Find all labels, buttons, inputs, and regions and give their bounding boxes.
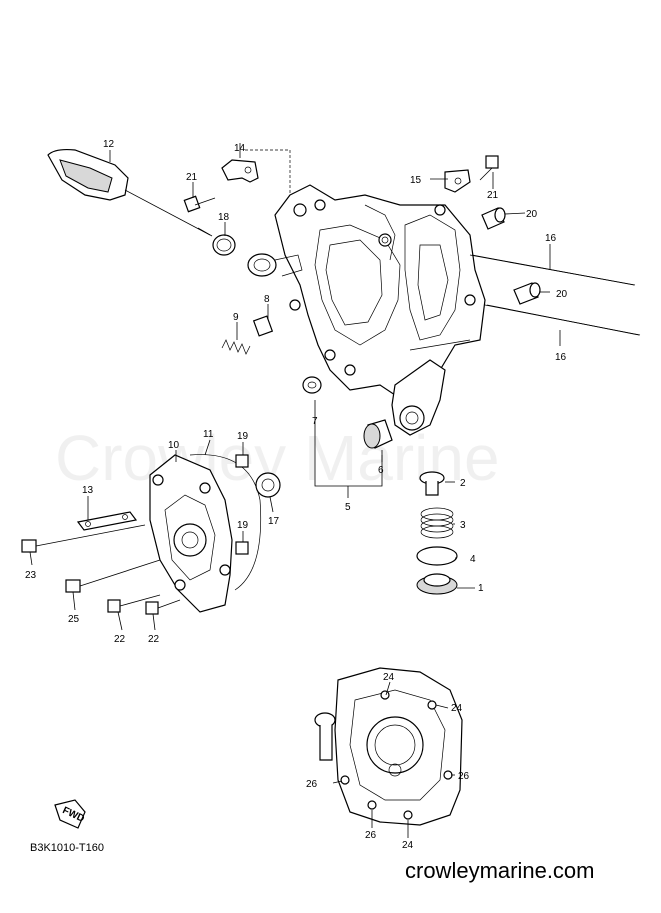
callout-19-top: 19 [237, 431, 249, 442]
leader-14 [245, 149, 291, 195]
callout-6: 6 [378, 465, 384, 476]
callout-20-bottom: 20 [556, 289, 568, 300]
callout-24-top: 24 [383, 672, 395, 683]
callout-7: 7 [312, 416, 318, 427]
callout-26-right: 26 [458, 771, 470, 782]
callout-12: 12 [103, 139, 115, 150]
callout-16-top: 16 [545, 233, 557, 244]
callout-24-bottom: 24 [402, 840, 414, 851]
bolt-21-left [183, 195, 216, 213]
callout-13: 13 [82, 485, 94, 496]
callout-16-bottom: 16 [555, 352, 567, 363]
callout-14: 14 [234, 143, 246, 154]
callout-4: 4 [470, 554, 476, 565]
crankcase-cover-10 [149, 454, 233, 613]
callout-21-left: 21 [186, 172, 198, 183]
crankcase-right [274, 184, 486, 436]
screen-cap-1 [416, 573, 458, 595]
callout-18: 18 [218, 212, 230, 223]
dowel-19-top [235, 454, 249, 468]
collar-7 [302, 376, 322, 394]
dowel-20-top [481, 207, 506, 230]
bolt-23 [21, 524, 146, 553]
spring-3 [420, 507, 454, 539]
fwd-arrow-icon: FWD [54, 799, 86, 829]
spring-9 [221, 339, 251, 355]
website-link[interactable]: crowleymarine.com [405, 858, 595, 883]
diagram-code: B3K1010-T160 [30, 842, 104, 854]
bolt-22-right [145, 599, 181, 615]
callout-19-bottom: 19 [237, 520, 249, 531]
plate-13 [76, 511, 138, 531]
stud-16-top [469, 254, 636, 286]
dowel-19-bottom [235, 541, 249, 555]
o-ring-4 [416, 546, 458, 566]
callout-2: 2 [460, 478, 466, 489]
bracket-15 [444, 169, 471, 193]
leader-lines [29, 143, 561, 838]
callout-10: 10 [168, 440, 180, 451]
dipstick-12 [47, 148, 213, 237]
callout-24-right: 24 [451, 703, 463, 714]
callout-20-top: 20 [526, 209, 538, 220]
callout-17: 17 [268, 516, 280, 527]
gasket-11 [189, 454, 262, 591]
callout-1: 1 [478, 583, 484, 594]
callout-8: 8 [264, 294, 270, 305]
callout-11: 11 [203, 429, 214, 440]
callout-25: 25 [68, 614, 80, 625]
stud-16-bottom [484, 304, 641, 336]
o-ring-18-inner [216, 238, 232, 252]
crankcase-bottom-view [314, 667, 463, 826]
oil-filler-neck [247, 253, 303, 277]
callout-21-right: 21 [487, 190, 499, 201]
bracket-5 [314, 400, 383, 487]
o-ring-18 [212, 234, 236, 256]
callout-26-left: 26 [306, 779, 318, 790]
callout-22-right: 22 [148, 634, 160, 645]
drain-plug-2 [419, 471, 445, 496]
callout-3: 3 [460, 520, 466, 531]
oil-seal-17 [255, 472, 281, 498]
callout-22-left: 22 [114, 634, 126, 645]
bolt-21-right [479, 155, 499, 181]
bushing-6 [363, 419, 393, 449]
bolt-25 [65, 559, 161, 593]
dowel-20-bottom [513, 282, 541, 305]
callout-5: 5 [345, 502, 351, 513]
bracket-14 [221, 159, 259, 183]
plug-8 [252, 315, 274, 337]
callout-15: 15 [410, 175, 422, 186]
callout-labels: 1 2 3 4 5 6 7 8 9 10 11 12 13 14 15 16 1… [25, 139, 568, 851]
callout-26-bottom: 26 [365, 830, 377, 841]
callout-9: 9 [233, 312, 239, 323]
bolt-22-left [107, 594, 161, 613]
callout-23: 23 [25, 570, 37, 581]
